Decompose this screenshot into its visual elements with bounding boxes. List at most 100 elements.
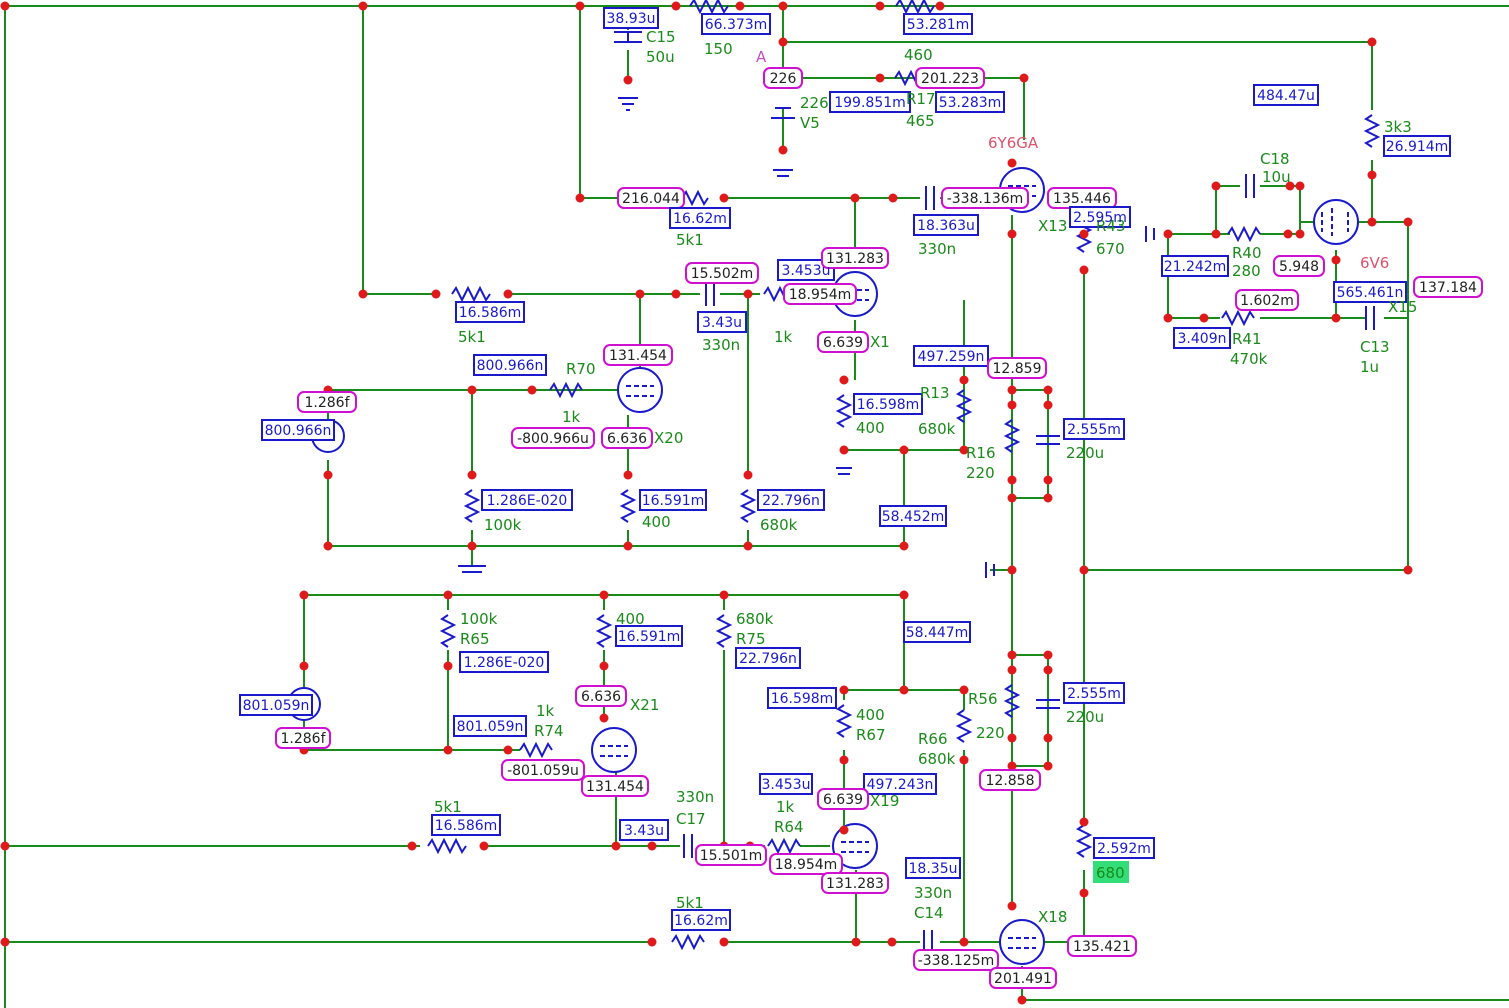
node-dot	[743, 470, 753, 480]
readout-c330-mid-i: 3.43u	[702, 315, 742, 331]
node-dot	[899, 590, 909, 600]
readout-box	[239, 694, 313, 716]
node-dot	[888, 193, 898, 203]
readout-box	[941, 187, 1029, 209]
highlight-680	[1093, 861, 1129, 883]
node-dot	[1295, 229, 1305, 239]
node-dot	[1079, 229, 1089, 239]
node-dot	[899, 685, 909, 695]
r43-name: R43	[1096, 217, 1126, 235]
node-dot	[671, 289, 681, 299]
readout-values: 38.93u 66.373m 53.281m 226 201.223 199.8…	[243, 11, 1477, 987]
c13-value: 1u	[1360, 358, 1379, 376]
r1k-mid-value: 1k	[774, 328, 793, 346]
readout-x19-cath: 6.639	[823, 792, 863, 808]
node-dot	[671, 1, 681, 11]
node-dot	[407, 841, 417, 851]
node-dot	[1007, 493, 1017, 503]
resistor-5k1-low	[427, 837, 467, 855]
capacitor-c17	[683, 834, 693, 858]
node-dot	[935, 1, 945, 11]
r70-value: 1k	[562, 408, 581, 426]
readout-c15-i: 38.93u	[607, 11, 656, 27]
node-dot	[1163, 229, 1173, 239]
readout-c17-i: 3.43u	[624, 823, 664, 839]
node-dot	[0, 937, 10, 947]
node-dot	[1019, 73, 1029, 83]
node-dot	[839, 375, 849, 385]
r3k3-value: 3k3	[1384, 118, 1412, 136]
tube-x19	[832, 823, 878, 869]
readout-box	[903, 13, 973, 35]
resistor-3k3	[1363, 114, 1381, 148]
readout-r17-i: 53.283m	[939, 95, 1002, 111]
readout-v5-i: 199.851m	[834, 95, 906, 111]
readout-box	[829, 91, 911, 113]
readout-r70-i: 800.966n	[477, 358, 544, 374]
readout-box	[817, 331, 869, 353]
readout-grid-6y6: -338.136m	[947, 191, 1024, 207]
r680-value: 680	[1096, 864, 1125, 882]
r400-b-value: 400	[642, 513, 671, 531]
readout-x18-plate: 201.491	[994, 971, 1052, 987]
readout-r5k1-bot-i: 16.62m	[674, 913, 728, 929]
node-dot	[635, 289, 645, 299]
readout-r400-a-i: 16.598m	[857, 397, 920, 413]
readout-c330-top-i: 18.363u	[917, 218, 975, 234]
node-dot	[778, 145, 788, 155]
readout-x19-plate: 131.283	[826, 876, 884, 892]
readout-r5k1-low-i: 16.586m	[435, 818, 498, 834]
node-dot	[1367, 170, 1377, 180]
resistor-r66	[955, 709, 973, 743]
node-dot	[1007, 400, 1017, 410]
readout-x20-plate: 131.454	[609, 348, 667, 364]
c220-top-value: 220u	[1066, 444, 1104, 462]
resistor-5k1-top	[681, 189, 709, 207]
r66-name: R66	[918, 730, 948, 748]
r13-value: 680k	[918, 420, 956, 438]
node-dot	[839, 445, 849, 455]
readout-box	[863, 773, 937, 795]
c15-value: 50u	[646, 48, 675, 66]
r150-value: 150	[704, 40, 733, 58]
node-dot	[875, 1, 885, 11]
resistor-100k-a	[463, 489, 481, 523]
readout-box	[1273, 255, 1325, 277]
node-dot	[323, 470, 333, 480]
components	[427, 0, 1381, 954]
readout-src2-i: 801.059n	[243, 698, 310, 714]
readout-box	[1161, 255, 1229, 277]
r74-name: R74	[534, 722, 564, 740]
resistor-r460	[895, 0, 935, 15]
node-dot	[719, 590, 729, 600]
readout-r5k1-top-i: 16.62m	[673, 211, 727, 227]
readout-r400-b-i: 16.591m	[642, 493, 705, 509]
readout-box	[853, 393, 923, 415]
readout-r460-i: 53.281m	[907, 17, 970, 33]
readout-box	[1063, 682, 1125, 704]
readout-x21-plate: 131.454	[586, 779, 644, 795]
resistor-5k1-bot	[671, 933, 705, 951]
readout-box	[695, 844, 767, 866]
c330-mid-value: 330n	[702, 336, 740, 354]
node-dot	[959, 685, 969, 695]
c220-bot-value: 220u	[1066, 708, 1104, 726]
node-dot	[850, 193, 860, 203]
readout-r75-i: 22.796n	[739, 651, 797, 667]
node-dot	[743, 541, 753, 551]
readout-c18-node: 21.242m	[1164, 259, 1227, 275]
r70-name: R70	[566, 360, 596, 378]
readout-cath-6y6: 135.446	[1053, 191, 1111, 207]
readout-node-58452: 58.452m	[882, 509, 945, 525]
readout-r100k-a-i: 1.286E-020	[487, 493, 568, 509]
resistor-r13	[955, 389, 973, 423]
resistor-400-c	[595, 614, 613, 648]
readout-box	[763, 67, 803, 89]
node-dot	[1367, 217, 1377, 227]
x20-name: X20	[654, 429, 683, 447]
x19-name: X19	[870, 792, 899, 810]
readout-r40-node: 5.948	[1279, 259, 1319, 275]
readout-box	[1173, 327, 1231, 349]
node-dot	[1285, 181, 1295, 191]
readout-box	[777, 259, 835, 281]
